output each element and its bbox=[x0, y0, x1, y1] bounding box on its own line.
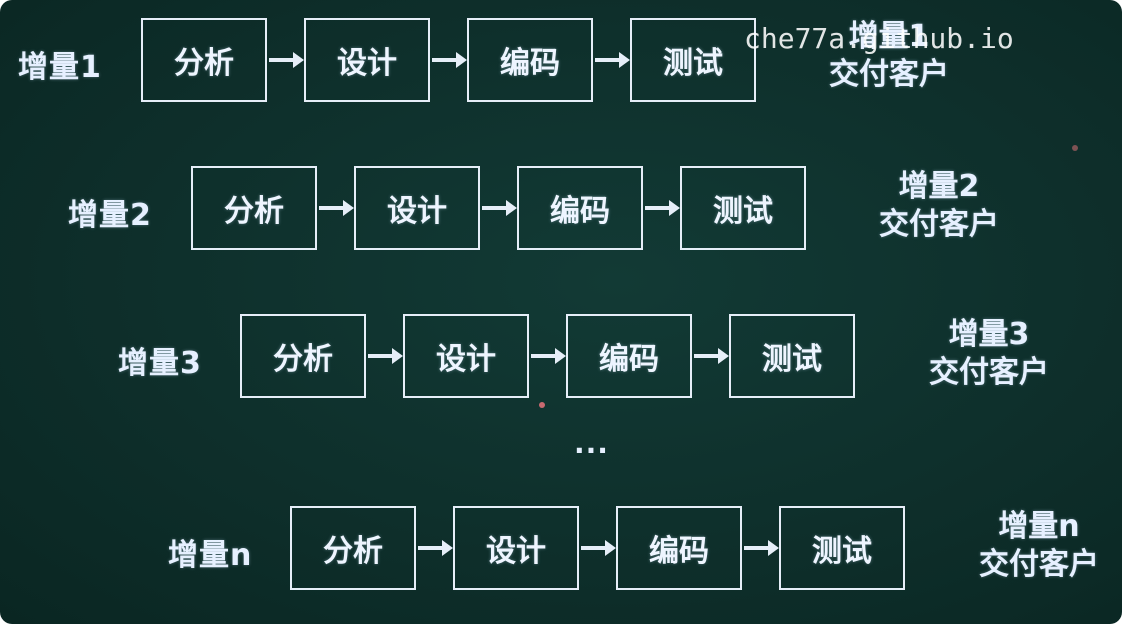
step-box-testing: 测试 bbox=[630, 18, 756, 102]
arrow-right-icon bbox=[694, 348, 729, 364]
delivery-text: 交付客户 bbox=[929, 355, 1049, 390]
delivery-text: 交付客户 bbox=[829, 57, 949, 92]
step-box-analysis: 分析 bbox=[290, 506, 416, 590]
ellipsis: ··· bbox=[574, 434, 609, 467]
arrow-right-icon bbox=[531, 348, 566, 364]
arrow-right-icon bbox=[581, 540, 616, 556]
delivery-increment: 增量2 bbox=[898, 169, 980, 204]
arrow-right-icon bbox=[432, 52, 467, 68]
delivery-text: 交付客户 bbox=[879, 207, 999, 242]
step-box-design: 设计 bbox=[304, 18, 430, 102]
arrow-right-icon bbox=[368, 348, 403, 364]
step-box-testing: 测试 bbox=[779, 506, 905, 590]
arrow-right-icon bbox=[595, 52, 630, 68]
step-box-design: 设计 bbox=[354, 166, 480, 250]
arrow-right-icon bbox=[645, 200, 680, 216]
step-box-design: 设计 bbox=[453, 506, 579, 590]
increment-label: 增量3 bbox=[118, 346, 202, 381]
step-box-coding: 编码 bbox=[517, 166, 643, 250]
arrow-right-icon bbox=[319, 200, 354, 216]
arrow-right-icon bbox=[269, 52, 304, 68]
increment-label: 增量2 bbox=[68, 198, 152, 233]
delivery-note: 增量3 交付客户 bbox=[914, 316, 1064, 392]
step-box-coding: 编码 bbox=[616, 506, 742, 590]
step-box-analysis: 分析 bbox=[240, 314, 366, 398]
arrow-right-icon bbox=[482, 200, 517, 216]
increment-label: 增量n bbox=[168, 538, 253, 573]
delivery-increment: 增量1 bbox=[848, 19, 930, 54]
step-box-analysis: 分析 bbox=[191, 166, 317, 250]
step-box-coding: 编码 bbox=[467, 18, 593, 102]
watermark-text: che77a.github.io bbox=[744, 22, 1014, 55]
delivery-increment: 增量3 bbox=[948, 317, 1030, 352]
delivery-increment: 增量n bbox=[998, 509, 1080, 544]
step-box-design: 设计 bbox=[403, 314, 529, 398]
step-box-testing: 测试 bbox=[729, 314, 855, 398]
step-box-analysis: 分析 bbox=[141, 18, 267, 102]
delivery-note: 增量n 交付客户 bbox=[964, 508, 1114, 584]
delivery-note: 增量2 交付客户 bbox=[864, 168, 1014, 244]
arrow-right-icon bbox=[418, 540, 453, 556]
step-box-testing: 测试 bbox=[680, 166, 806, 250]
step-box-coding: 编码 bbox=[566, 314, 692, 398]
decorative-dot bbox=[539, 402, 545, 408]
increment-label: 增量1 bbox=[18, 50, 102, 85]
arrow-right-icon bbox=[744, 540, 779, 556]
decorative-dot bbox=[1072, 145, 1078, 151]
delivery-text: 交付客户 bbox=[979, 547, 1099, 582]
delivery-note: 增量1 交付客户 bbox=[814, 18, 964, 94]
